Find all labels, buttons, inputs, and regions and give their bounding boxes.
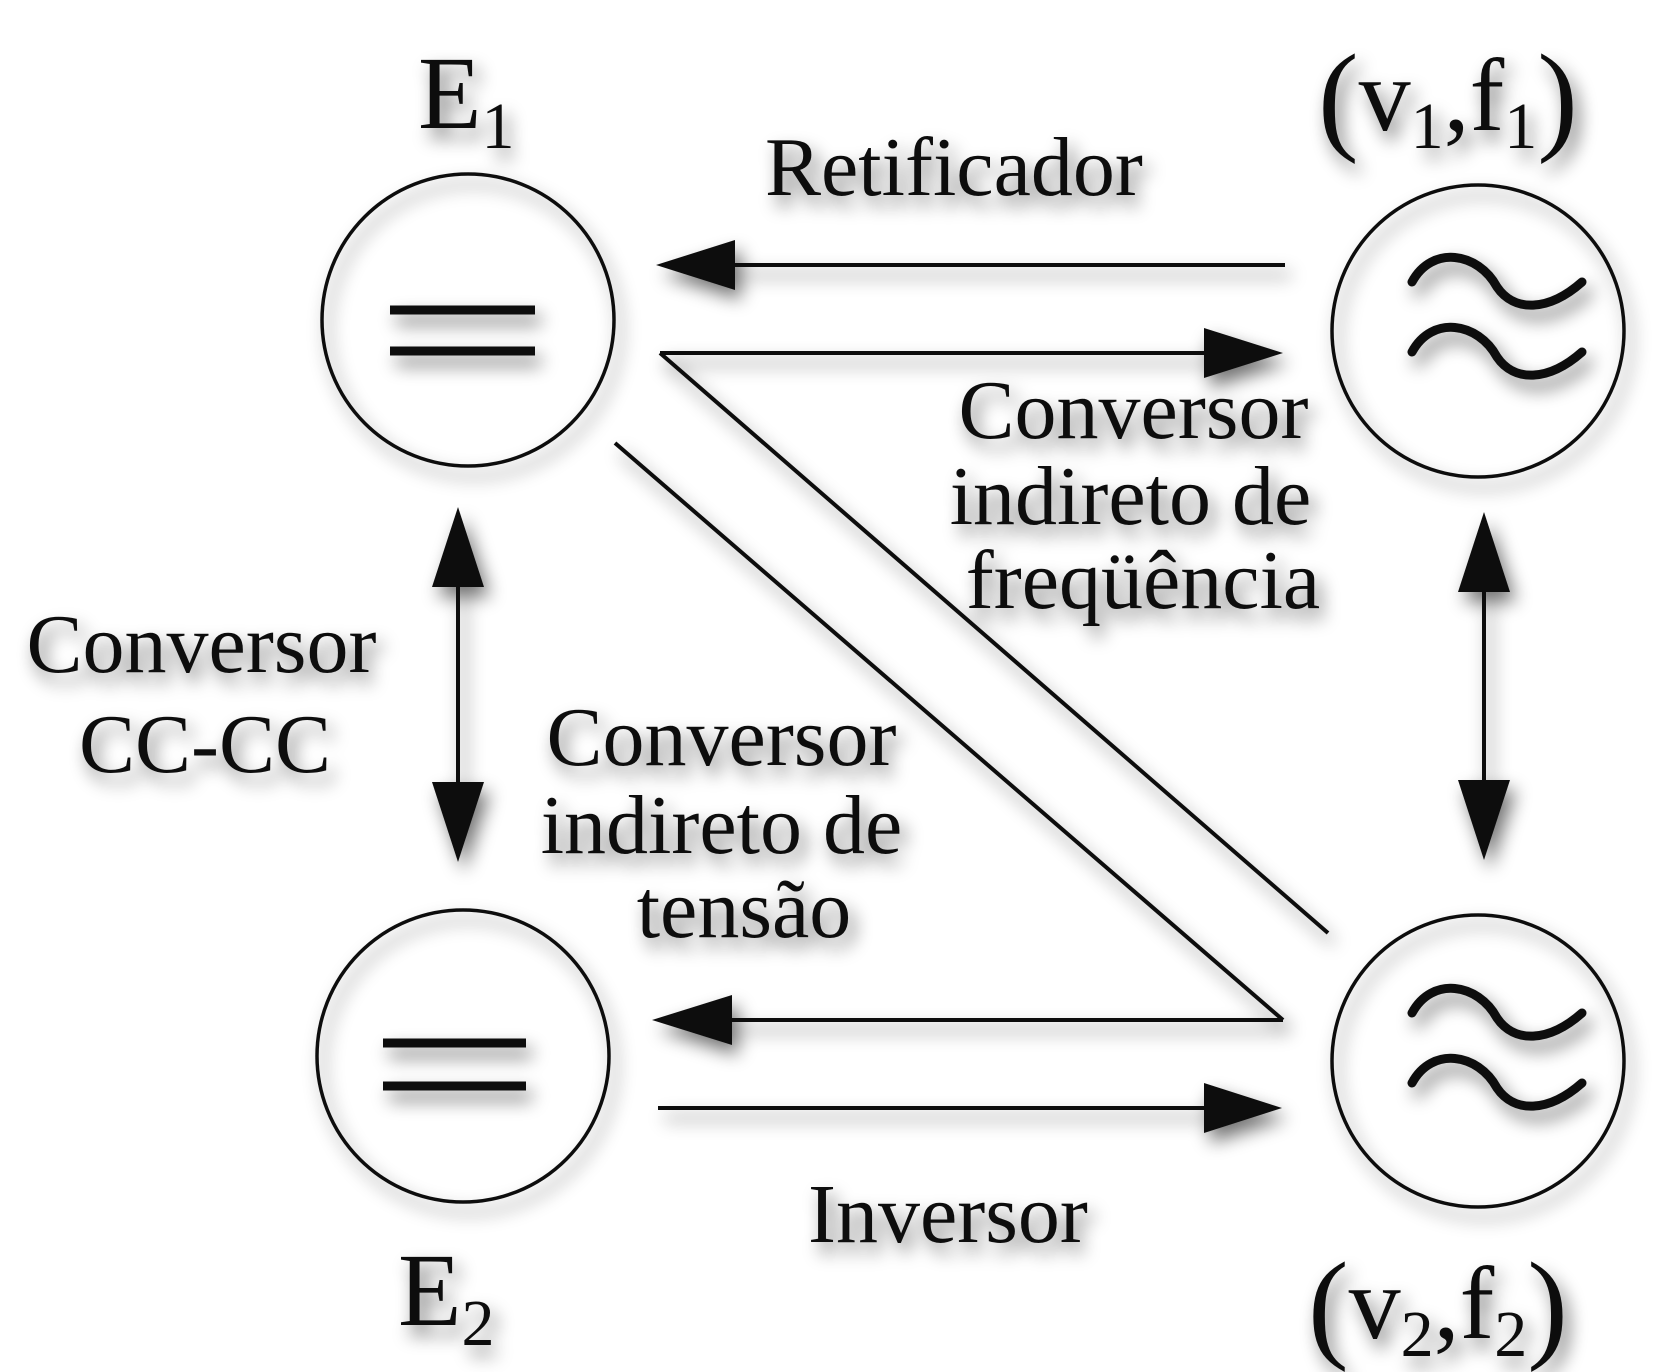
ac-source-1-circle <box>1330 183 1626 479</box>
indirect-voltage-line-1: Conversor <box>547 691 897 784</box>
rectifier-label: Retificador <box>765 121 1143 214</box>
dc-source-e2-circle <box>315 908 611 1204</box>
indirect-voltage-line-3: tensão <box>637 863 852 956</box>
ac2-to-e2-arrow <box>652 995 1283 1045</box>
ac-symbol-icon <box>1407 253 1587 380</box>
ac-source-2-label: (v2,f2) <box>1308 1238 1568 1372</box>
rectifier-arrow <box>656 240 1285 290</box>
indirect-voltage-line-2: indireto de <box>541 779 903 872</box>
dc-symbol-icon <box>390 305 535 356</box>
dc-to-ac1-arrow <box>660 328 1283 378</box>
inverter-label: Inversor <box>808 1168 1088 1261</box>
dc-source-e1-label: E1 <box>418 36 515 163</box>
indirect-frequency-line-2: indireto de <box>950 450 1312 543</box>
dcdc-double-arrow <box>432 507 484 862</box>
indirect-frequency-line-3: freqüência <box>966 534 1320 627</box>
acac-double-arrow <box>1458 512 1510 860</box>
indirect-frequency-diagonal <box>658 351 1330 935</box>
dcdc-label-line-1: Conversor <box>27 598 377 691</box>
dc-source-e2: E2 <box>315 908 611 1360</box>
ac-source-2-circle <box>1330 913 1626 1209</box>
ac-symbol-icon <box>1407 984 1587 1111</box>
dcdc-label-line-2: CC-CC <box>79 698 331 791</box>
ac-source-1: (v1,f1) <box>1318 30 1626 479</box>
indirect-voltage-label: Conversor indireto de tensão <box>541 691 924 956</box>
dc-source-e2-label: E2 <box>398 1233 495 1360</box>
ac-source-1-label: (v1,f1) <box>1318 30 1578 165</box>
indirect-voltage-diagonal <box>613 441 1285 1022</box>
dc-source-e1-circle <box>320 172 616 468</box>
ac-source-2: (v2,f2) <box>1308 913 1626 1372</box>
inverter-arrow <box>658 1083 1282 1133</box>
indirect-frequency-line-1: Conversor <box>959 364 1309 457</box>
dc-source-e1: E1 <box>320 36 616 468</box>
indirect-frequency-label: Conversor indireto de freqüência <box>950 364 1333 627</box>
dcdc-label: Conversor CC-CC <box>27 598 398 791</box>
dc-symbol-icon <box>383 1038 526 1091</box>
